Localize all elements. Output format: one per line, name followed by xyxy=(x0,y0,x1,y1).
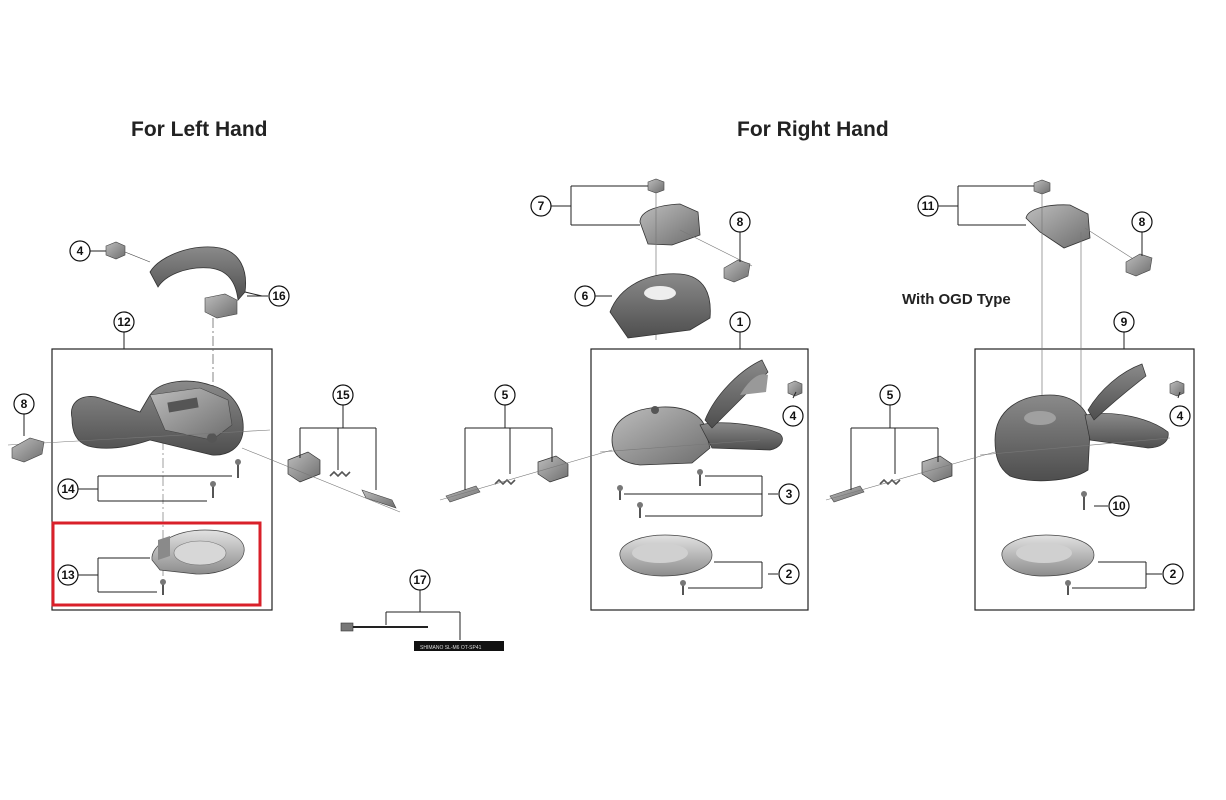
right-shifter-body xyxy=(599,359,783,466)
callout-16: 16 xyxy=(268,285,290,307)
part-11-clamp xyxy=(1025,179,1139,430)
callout-5-right: 5 xyxy=(879,384,901,406)
callout-4-left-label: 4 xyxy=(77,244,84,258)
callout-12: 12 xyxy=(113,311,135,333)
cable-print-text: SHIMANO SL-M6 OT-SP41 xyxy=(420,645,482,651)
part-5-barrel-set-mid xyxy=(439,449,613,503)
highlight-box-13 xyxy=(51,521,262,607)
part-2-bottom-cover-mid xyxy=(619,534,713,595)
callout-leaders xyxy=(23,185,1181,640)
callout-5-mid: 5 xyxy=(494,384,516,406)
callout-8-left-label: 8 xyxy=(21,397,28,411)
callout-1: 1 xyxy=(729,311,751,333)
callout-14-label: 14 xyxy=(61,482,75,496)
callout-4-mid-label: 4 xyxy=(790,409,797,423)
callout-4-right-label: 4 xyxy=(1177,409,1184,423)
callout-2-mid-label: 2 xyxy=(786,567,793,581)
part-4-cap-left xyxy=(105,241,151,263)
callout-8-mid: 8 xyxy=(729,211,751,233)
assembly-box-1 xyxy=(590,348,809,611)
assembly-box-9 xyxy=(974,348,1195,611)
callout-6: 6 xyxy=(574,285,596,307)
part-4-cap-mid xyxy=(787,380,803,397)
part-8-adjuster-left xyxy=(11,437,45,463)
callout-2-right-label: 2 xyxy=(1170,567,1177,581)
part-15-barrel-set xyxy=(241,447,401,513)
callout-8-mid-label: 8 xyxy=(737,215,744,229)
callout-13: 13 xyxy=(57,564,79,586)
right-hand-heading: For Right Hand xyxy=(737,118,889,141)
part-2-bottom-cover-right xyxy=(1001,534,1095,595)
callout-11: 11 xyxy=(917,195,939,217)
part-6-cover xyxy=(609,273,711,339)
callout-8-left: 8 xyxy=(13,393,35,415)
callout-17-label: 17 xyxy=(413,573,427,587)
part-17-cable: SHIMANO SL-M6 OT-SP41 xyxy=(340,622,504,651)
callout-16-label: 16 xyxy=(272,289,286,303)
callout-10: 10 xyxy=(1108,495,1130,517)
callout-6-label: 6 xyxy=(582,289,589,303)
callout-7: 7 xyxy=(530,195,552,217)
callout-11-label: 11 xyxy=(922,199,935,213)
callout-15: 15 xyxy=(332,384,354,406)
part-8-adjuster-right xyxy=(1125,253,1153,277)
callout-7-label: 7 xyxy=(538,199,545,213)
callout-5-right-label: 5 xyxy=(887,388,894,402)
part-3-screws xyxy=(617,469,703,518)
part-5-barrel-set-right xyxy=(825,451,996,503)
callout-10-label: 10 xyxy=(1112,499,1126,513)
callout-3-label: 3 xyxy=(786,487,793,501)
callout-15-label: 15 xyxy=(336,388,350,402)
ogd-shifter-body xyxy=(979,363,1171,482)
callout-4-left: 4 xyxy=(69,240,91,262)
assembly-box-12 xyxy=(51,348,273,611)
callout-12-label: 12 xyxy=(117,315,131,329)
callout-4-right: 4 xyxy=(1169,405,1191,427)
callout-13-label: 13 xyxy=(61,568,75,582)
callout-4-mid: 4 xyxy=(782,405,804,427)
part-8-adjuster-mid xyxy=(723,259,751,283)
callout-8-right-label: 8 xyxy=(1139,215,1146,229)
callout-2-right: 2 xyxy=(1162,563,1184,585)
callout-9-label: 9 xyxy=(1121,315,1128,329)
callout-3: 3 xyxy=(778,483,800,505)
part-10-screw xyxy=(1081,491,1087,510)
ogd-type-heading: With OGD Type xyxy=(902,291,1011,308)
callout-9: 9 xyxy=(1113,311,1135,333)
callout-2-mid: 2 xyxy=(778,563,800,585)
callout-14: 14 xyxy=(57,478,79,500)
left-shifter-body xyxy=(7,380,271,456)
part-4-cap-right xyxy=(1169,380,1185,397)
callout-5-mid-label: 5 xyxy=(502,388,509,402)
left-hand-heading: For Left Hand xyxy=(131,118,268,141)
callout-8-right: 8 xyxy=(1131,211,1153,233)
part-13-bottom-cover xyxy=(151,529,245,595)
callout-1-label: 1 xyxy=(737,315,744,329)
part-14-screws xyxy=(210,459,241,498)
callout-17: 17 xyxy=(409,569,431,591)
part-16-cover xyxy=(149,246,263,319)
